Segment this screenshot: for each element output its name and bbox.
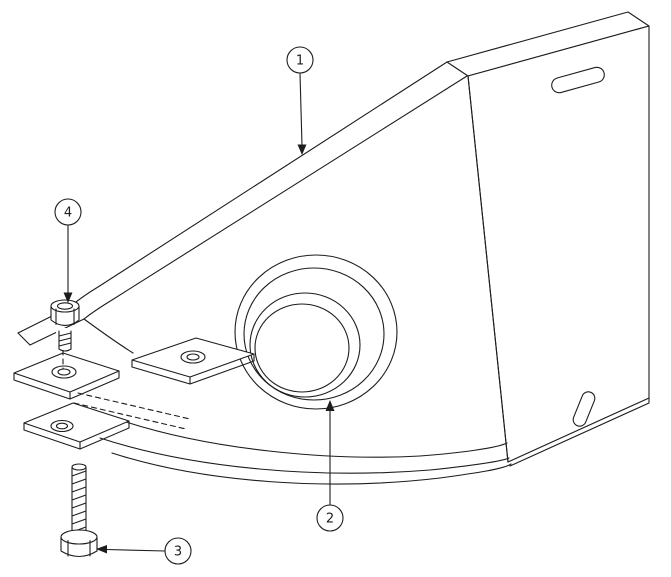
bolt-tip [71,463,87,471]
bolt-occluder [72,467,86,537]
callout-3-arrow [96,545,107,554]
callout-1: 1 [286,46,314,155]
arm-end-cap [17,332,31,346]
callout-1-leader [299,72,303,147]
nut-thread-hole [56,302,74,310]
upper-plate-hole-outer [51,365,77,379]
bracket-body [17,61,512,485]
middle-tab [131,337,255,385]
callout-4-label: 4 [64,206,72,221]
bolt-thread-1 [71,470,87,477]
hidden-lines [62,349,191,430]
lower-plate-hole-outer [50,419,74,433]
callout-1-arrow [297,144,307,155]
bottom-slot-hole [572,391,596,427]
upper-clamp-plate [13,352,120,400]
bolt-thread-3 [71,486,87,493]
tab-hole-inner [186,353,200,361]
bolt-thread-4 [71,494,87,501]
upper-plate-hole-inner [57,368,71,376]
nut [50,299,80,352]
tab-hole-outer [180,350,206,364]
lower-plate-top-face [23,402,130,443]
flange-bottom-curve [111,452,512,485]
callout-2-circle [316,504,344,532]
back-plate-bottom-thickness [509,402,650,467]
callout-2: 2 [316,400,344,532]
callout-4: 4 [54,198,82,303]
callout-2-label: 2 [326,512,334,527]
plate-left-edge [467,75,509,463]
stud-bottom-arc [58,348,72,352]
hidden-bar-edge-top [77,392,191,420]
callout-1-circle [286,46,314,74]
bore-face-ring [243,267,385,401]
bolt-thread-2 [71,478,87,485]
stud-thread-3 [58,342,72,347]
bolt [60,463,98,558]
bore-hole [254,303,350,393]
lower-clamp-plate [23,402,130,450]
bolt-thread-6 [71,510,87,517]
callout-1-label: 1 [296,54,304,69]
back-plate [446,11,650,467]
hidden-bar-edge-bottom [73,402,187,430]
callout-3-leader [105,548,166,552]
bore-bushing [234,254,398,410]
nut-top-face [50,299,80,313]
back-plate-face [467,25,650,463]
drawing-root: 1 2 3 [13,11,650,565]
callout-2-arrow [325,400,335,411]
bolt-head-top [60,529,98,545]
upper-plate-top-face [13,352,120,393]
top-slot-hole [551,66,605,94]
arm-to-tab-curve [83,318,134,354]
lower-plate-hole-inner [55,422,69,430]
callout-4-circle [54,198,82,226]
stud-thread-1 [58,332,72,337]
bolt-thread-7 [71,518,87,525]
callout-3-label: 3 [174,545,182,560]
stud-thread-2 [58,337,72,342]
callouts: 1 2 3 [54,46,344,565]
flange-top-curve [119,419,508,458]
callout-3: 3 [96,537,192,565]
callout-3-circle [164,537,192,565]
callout-4-arrow [63,292,73,303]
bolt-thread-5 [71,502,87,509]
flange-mid-curve [99,437,510,474]
bore-inner-rim [249,292,361,398]
